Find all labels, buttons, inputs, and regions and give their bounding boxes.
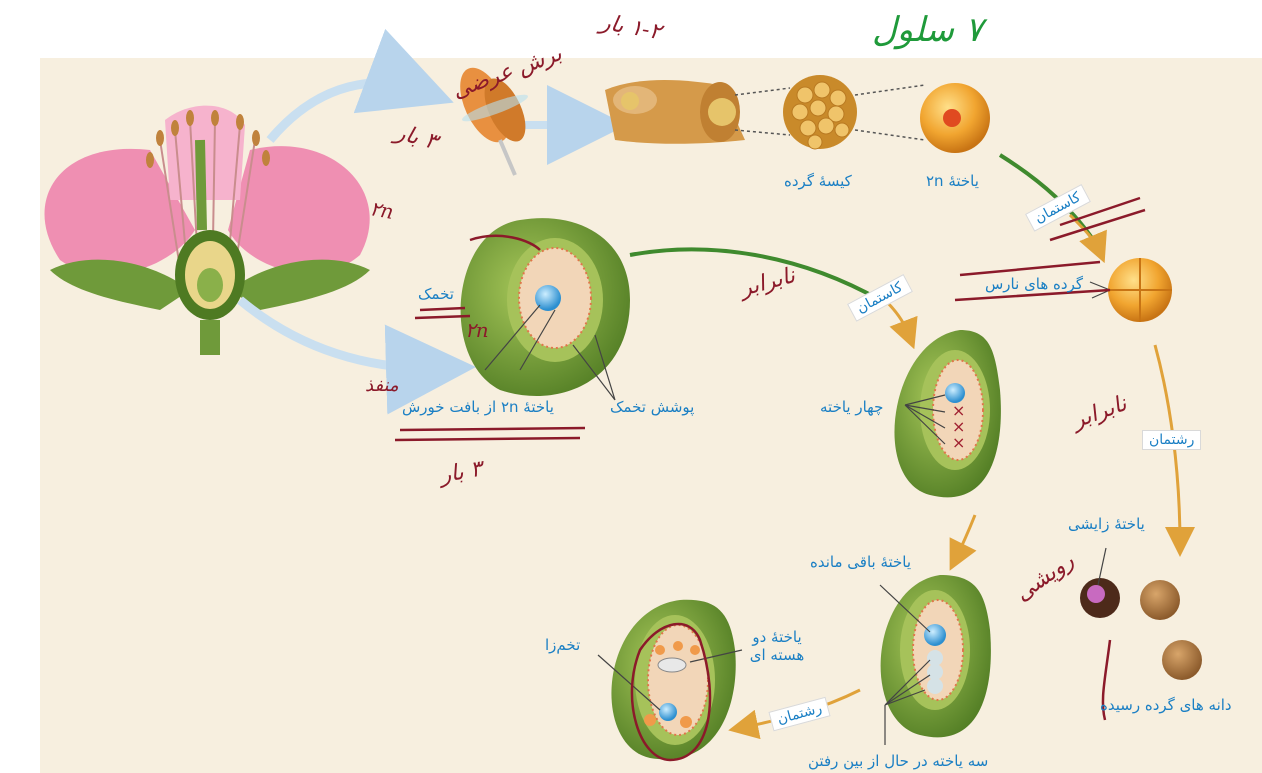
label-remaining-cell: یاختهٔ باقی مانده xyxy=(810,553,911,571)
handwriting-annotation: ۲n xyxy=(368,196,395,224)
label-four-cells: چهار یاخته xyxy=(820,398,883,416)
label-three-cells-dying: سه یاخته در حال از بین رفتن xyxy=(808,752,988,770)
tag-mitosis-pollen: رشتمان xyxy=(1142,430,1201,450)
label-immature-pollen: گرده های نارس xyxy=(985,275,1083,293)
label-generative-cell: یاختهٔ زایشی xyxy=(1068,515,1145,533)
label-ovule-coat: پوشش تخمک xyxy=(610,398,694,416)
pollen-sac-illustration xyxy=(783,75,857,149)
handwriting-seven-cells: ۷ سلول xyxy=(872,10,983,50)
label-cell-2n-top: یاختهٔ ۲n xyxy=(926,172,979,190)
anther-cross-section xyxy=(605,80,745,144)
label-mature-pollen: دانه های گرده رسیده xyxy=(1100,696,1232,714)
label-egg-cell: تخم‌زا xyxy=(545,636,580,654)
immature-pollen-tetrad xyxy=(1108,258,1172,322)
label-cell-2n-nucellus: یاختهٔ ۲n از بافت خورش xyxy=(402,398,554,416)
handwriting-annotation: ۲n xyxy=(465,318,489,342)
cell-2n-illustration xyxy=(920,83,990,153)
label-binucleate-cell: یاختهٔ دو هسته ای xyxy=(742,628,812,664)
svg-text:×: × xyxy=(952,433,965,452)
label-ovule: تخمک xyxy=(418,285,454,303)
label-pollen-sac: کیسهٔ گرده xyxy=(784,172,852,190)
handwriting-annotation: منفذ xyxy=(365,375,399,396)
